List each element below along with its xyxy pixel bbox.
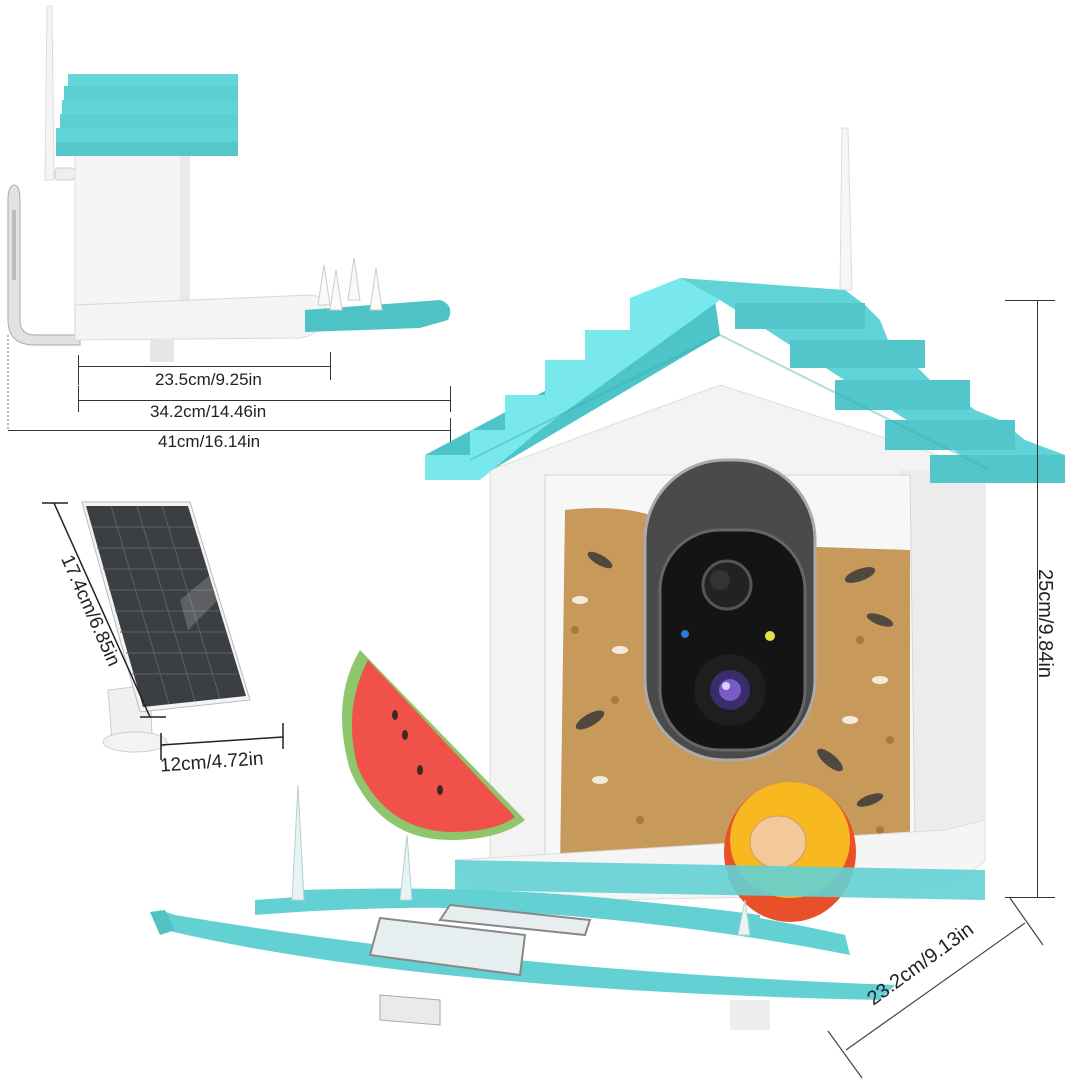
side-view-feeder-icon: [7, 5, 451, 430]
dim-line-34-2cm: [78, 400, 450, 401]
solar-panel-icon: [81, 501, 251, 753]
front-view-illustration: [140, 120, 1080, 1060]
dim-line-23-5cm: [78, 366, 330, 367]
dim-tick: [450, 418, 451, 444]
bird-feeder-camera-icon: [150, 127, 1065, 1030]
dim-label-23-5cm: 23.5cm/9.25in: [155, 370, 262, 389]
dim-tick: [450, 386, 451, 412]
solar-panel-illustration: [40, 490, 300, 780]
dim-line-25cm: [1037, 300, 1038, 898]
dim-tick: [1005, 300, 1055, 301]
dim-tick: [330, 352, 331, 380]
dim-tick: [78, 386, 79, 412]
front-height-label: 25cm/9.84in: [1033, 569, 1056, 678]
solar-height-dim-line: [42, 502, 166, 718]
dim-tick: [1005, 897, 1055, 898]
dim-label-41cm: 41cm/16.14in: [158, 432, 261, 451]
dim-label-34-2cm: 34.2cm/14.46in: [150, 402, 267, 421]
dim-tick: [78, 355, 79, 385]
side-view-illustration: [0, 0, 470, 430]
solar-width-dim-line: [160, 723, 284, 760]
dim-line-41cm: [8, 430, 450, 431]
depth-dim-line: [827, 897, 1044, 1079]
